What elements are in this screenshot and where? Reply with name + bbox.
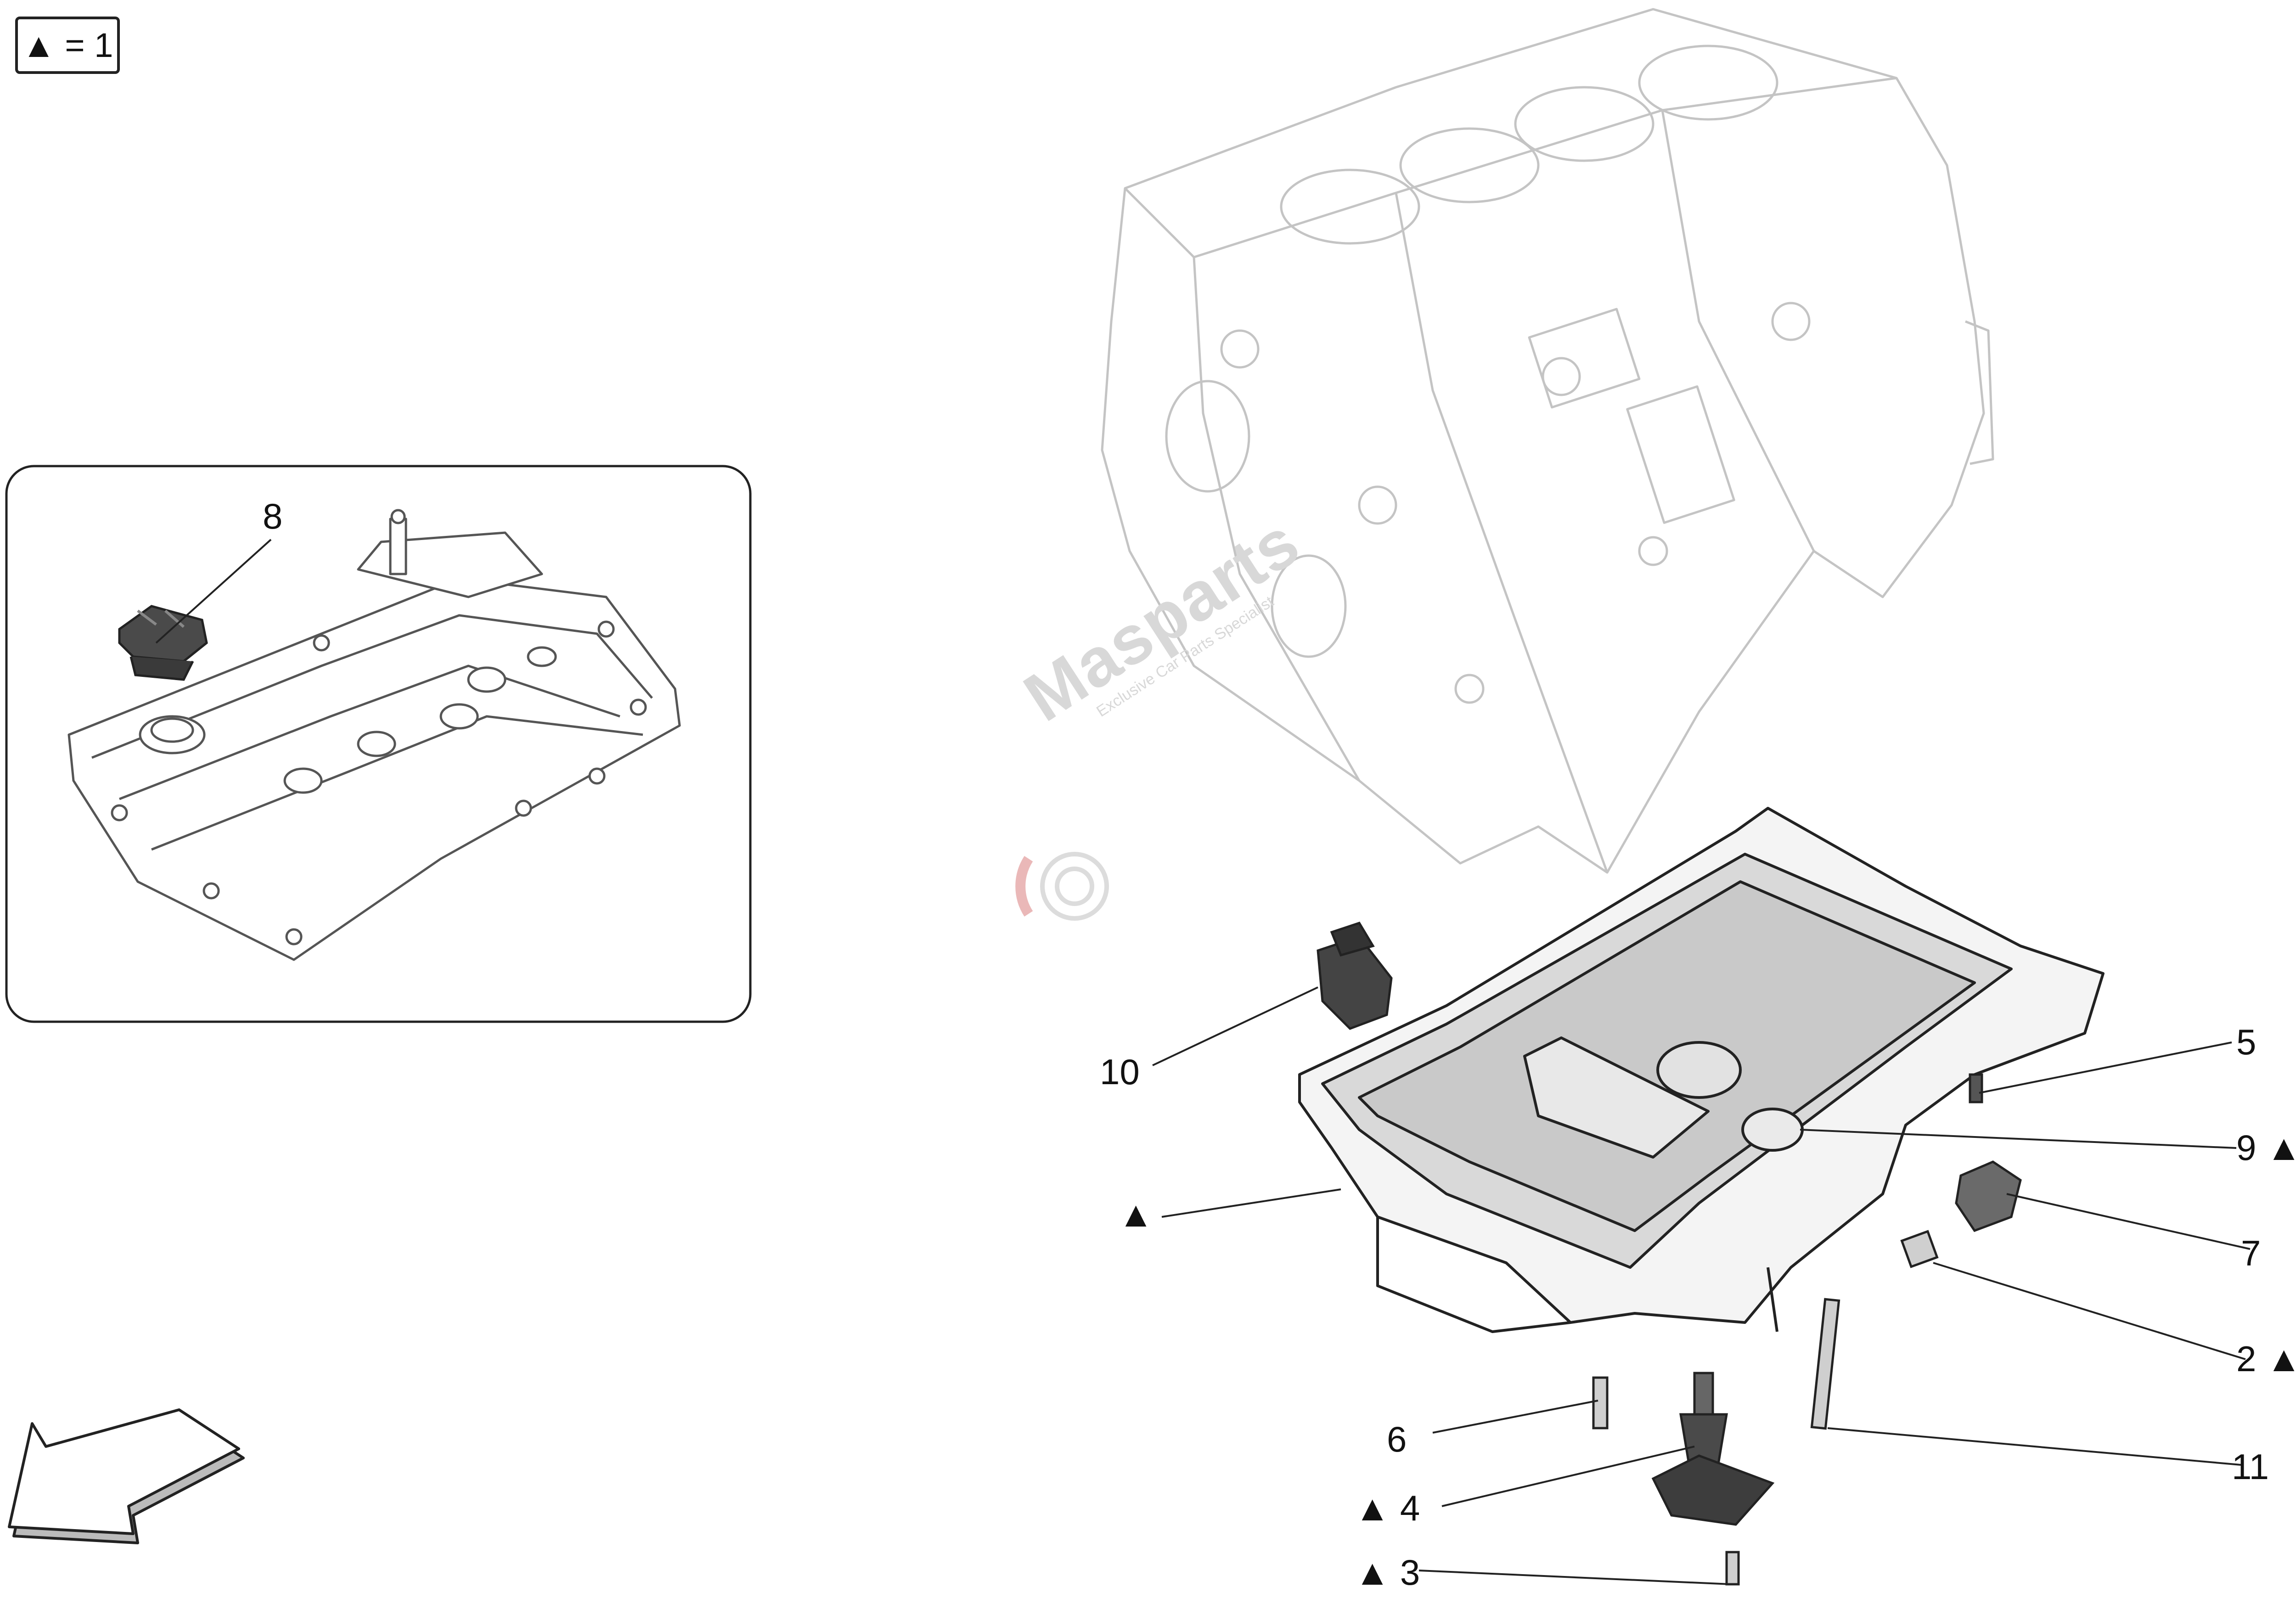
callout-9: 9 ▲ [2236, 1127, 2296, 1168]
legend-text: ▲ = 1 [22, 26, 113, 64]
part-5 [1969, 1073, 1983, 1103]
inset-leader-8 [155, 539, 272, 644]
oil-filler-cap-part [118, 605, 208, 681]
part-6 [1592, 1376, 1609, 1430]
callout-2: 2 ▲ [2236, 1339, 2296, 1379]
valve-cover-drawing [68, 509, 681, 961]
part-11 [1810, 1298, 1840, 1430]
callout-6: 6 [1387, 1419, 1407, 1459]
callout-8: 8 [263, 496, 283, 536]
callout-11: 11 [2232, 1446, 2269, 1487]
part-4 [1651, 1372, 1775, 1526]
callout-10: 10 [1100, 1052, 1140, 1092]
leader-lines [1152, 986, 2251, 1585]
callout-triangle: ▲ [1118, 1194, 1154, 1234]
watermark-logo [1015, 852, 1109, 921]
engine-block-ghost [1101, 8, 1994, 874]
callout-5: 5 [2236, 1022, 2257, 1062]
legend-box: ▲ = 1 [15, 17, 120, 74]
callout-4: ▲ 4 [1355, 1488, 1420, 1528]
callout-3: ▲ 3 [1355, 1552, 1420, 1593]
oil-pan-part [1298, 807, 2105, 1333]
part-7 [1955, 1160, 2022, 1233]
direction-arrow [8, 1408, 245, 1544]
part-10 [1317, 921, 1393, 1030]
part-3 [1725, 1551, 1740, 1586]
inset-panel [5, 465, 752, 1023]
callout-7: 7 [2241, 1233, 2261, 1273]
part-2 [1900, 1230, 1939, 1268]
